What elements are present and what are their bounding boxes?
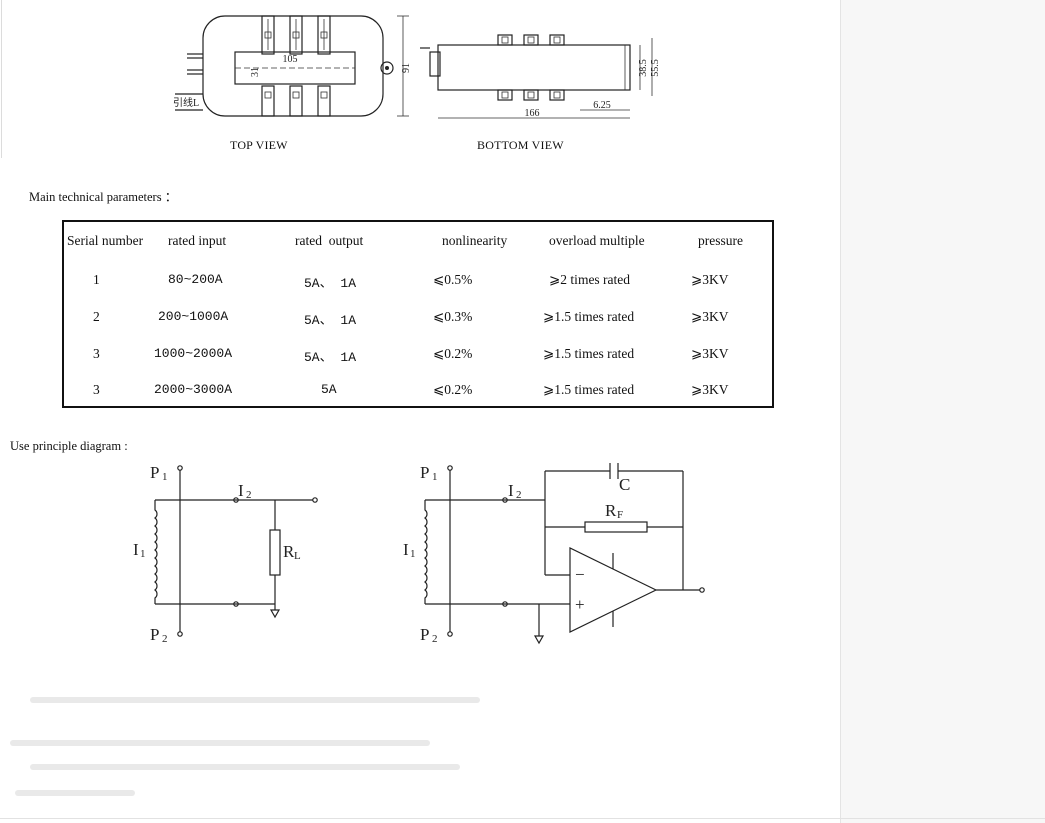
right-blank-panel [840,0,1045,823]
svg-text:P: P [150,625,159,644]
svg-text:+: + [575,595,585,614]
left-edge-rule [1,0,2,158]
faded-text-line [30,764,460,770]
header-rated-output: rated output [295,233,364,248]
row-rated-output: 5A、 1A [304,350,357,365]
bottom-connector [429,51,441,77]
svg-text:F: F [617,509,623,521]
header-serial: Serial number [67,233,144,248]
row-nonlinearity: ⩽0.2% [433,382,473,397]
row-nonlinearity: ⩽0.2% [433,346,473,361]
svg-text:I: I [133,540,139,559]
row-pressure: ⩾3KV [691,346,729,361]
svg-text:2: 2 [516,489,522,501]
row-serial: 1 [93,272,100,287]
ground-icon-right [533,635,545,645]
faded-text-line [10,740,430,746]
row-overload: ⩾1.5 times rated [543,309,635,324]
svg-text:55.5: 55.5 [650,59,661,77]
row-nonlinearity: ⩽0.5% [433,272,473,287]
diagram-title: Use principle diagram : [10,439,128,453]
row-rated-input: 80~200A [168,272,223,287]
svg-text:38.5: 38.5 [638,59,649,77]
screw-icon [380,61,394,75]
svg-text:引线L: 引线L [173,96,199,109]
params-title: Main technical parameters ： [29,190,178,204]
svg-text:P: P [420,625,429,644]
row-serial: 3 [93,346,100,361]
svg-text:2: 2 [246,489,252,501]
row-pressure: ⩾3KV [691,272,729,287]
row-pressure: ⩾3KV [691,309,729,324]
params-table: Serial number rated input rated output n… [62,220,774,408]
svg-text:166: 166 [525,108,540,119]
svg-text:L: L [294,550,301,562]
faded-text-line [30,697,480,703]
top-view-label: TOP VIEW [230,138,288,152]
row-rated-input: 200~1000A [158,309,229,324]
bottom-view-label: BOTTOM VIEW [477,138,564,152]
top-terminals-lower [261,85,331,117]
svg-text:P: P [420,463,429,482]
svg-text:2: 2 [432,633,438,645]
bottom-edge-rule [0,818,1045,819]
header-pressure: pressure [698,233,743,248]
row-rated-output: 5A、 1A [304,313,357,328]
header-nonlinearity: nonlinearity [442,233,508,248]
svg-text:−: − [575,565,585,584]
top-view-drawing: 105 31 引线L 91 [173,15,412,117]
svg-text:1: 1 [162,471,168,483]
header-rated-input: rated input [168,233,227,248]
svg-text:I: I [238,481,244,500]
header-overload: overload multiple [549,233,645,248]
svg-text:1: 1 [410,548,416,560]
svg-text:91: 91 [401,63,412,73]
row-rated-output: 5A、 1A [304,276,357,291]
row-overload: ⩾1.5 times rated [543,346,635,361]
svg-text:6.25: 6.25 [593,100,611,111]
row-nonlinearity: ⩽0.3% [433,309,473,324]
row-overload: ⩾1.5 times rated [543,382,635,397]
row-overload: ⩾2 times rated [549,272,631,287]
bottom-terminals [497,34,565,101]
svg-text:R: R [283,542,295,561]
lead-wire-icon [175,53,203,111]
row-rated-input: 1000~2000A [154,346,233,361]
svg-text:C: C [619,475,630,494]
svg-text:1: 1 [140,548,146,560]
svg-text:105: 105 [283,54,298,65]
row-pressure: ⩾3KV [691,382,729,397]
feedback-resistor [584,521,648,533]
row-rated-input: 2000~3000A [154,382,233,397]
row-serial: 2 [93,309,100,324]
ground-icon-left [269,609,281,619]
svg-text:1: 1 [432,471,438,483]
svg-text:R: R [605,501,617,520]
row-rated-output: 5A [321,382,337,397]
row-serial: 3 [93,382,100,397]
top-terminals-upper [261,15,331,55]
svg-text:I: I [508,481,514,500]
svg-text:31: 31 [250,67,261,77]
svg-text:P: P [150,463,159,482]
faded-text-line [15,790,135,796]
svg-text:I: I [403,540,409,559]
svg-text:2: 2 [162,633,168,645]
bottom-view-drawing: 166 6.25 38.5 55.5 [420,34,661,119]
